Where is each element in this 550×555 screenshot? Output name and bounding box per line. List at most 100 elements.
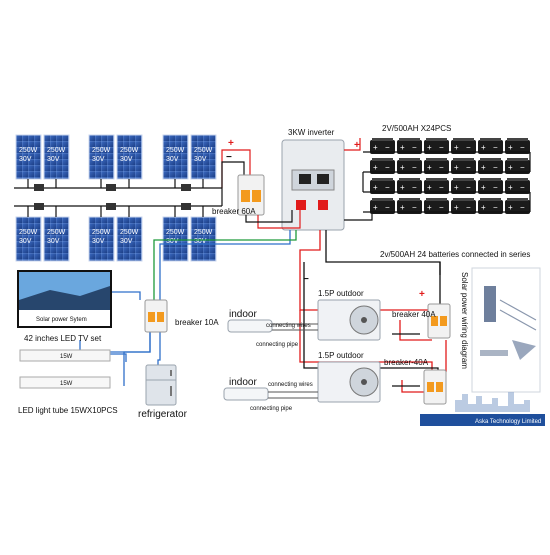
solar-panel: 250W 30V <box>190 134 217 180</box>
battery-plus-sign: + <box>400 163 405 172</box>
battery-cell: +− <box>370 198 395 214</box>
battery-spec-label: 2V/500AH X24PCS <box>382 124 451 133</box>
battery-minus-sign: − <box>520 163 525 172</box>
tube-label: LED light tube 15WX10PCS <box>18 406 118 415</box>
battery-plus-sign: + <box>481 183 486 192</box>
solar-panel: 250W 30V <box>15 134 42 180</box>
solar-panel: 250W 30V <box>88 134 115 180</box>
refrigerator-label: refrigerator <box>138 409 188 420</box>
ac-unit-2: indoor 1.5P outdoor connecting wires con… <box>223 351 381 412</box>
battery-plus-sign: + <box>454 203 459 212</box>
battery-minus-sign: − <box>412 183 417 192</box>
battery-cell: +− <box>370 138 395 154</box>
solar-panel: 250W 30V <box>116 134 143 180</box>
battery-minus-sign: − <box>439 183 444 192</box>
solar-panel: 250W 30V <box>162 134 189 180</box>
inv-plus-sign: + <box>354 140 360 151</box>
tv-breaker: breaker 10A <box>144 299 219 333</box>
battery-minus-sign: − <box>493 183 498 192</box>
battery-cell: +− <box>505 178 530 194</box>
battery-minus-sign: − <box>439 143 444 152</box>
battery-minus-sign: − <box>466 143 471 152</box>
battery-cell: +− <box>451 138 476 154</box>
side-panel: Solar power wiring diagram <box>460 267 541 393</box>
solar-panel: 250W 30V <box>190 216 217 262</box>
battery-minus-sign: − <box>439 163 444 172</box>
battery-cell: +− <box>505 138 530 154</box>
battery-plus-sign: + <box>400 203 405 212</box>
battery-cell: +− <box>478 138 503 154</box>
battery-minus-sign: − <box>520 203 525 212</box>
battery-bank: 2V/500AH X24PCS +−+−+−+−+−+−+−+−+−+−+−+−… <box>362 124 531 259</box>
battery-plus-sign: + <box>454 183 459 192</box>
inverter-wiring <box>245 138 373 229</box>
battery-minus-sign: − <box>385 143 390 152</box>
battery-minus-sign: − <box>466 183 471 192</box>
solar-panel: 250W 30V <box>162 216 189 262</box>
outdoor-1-label: 1.5P outdoor <box>318 289 364 298</box>
battery-plus-sign: + <box>508 183 513 192</box>
battery-cell: +− <box>397 198 422 214</box>
battery-minus-sign: − <box>439 203 444 212</box>
battery-plus-sign: + <box>481 163 486 172</box>
battery-plus-sign: + <box>373 143 378 152</box>
svg-text:250W: 250W <box>47 229 66 236</box>
svg-text:30V: 30V <box>19 238 32 245</box>
svg-text:250W: 250W <box>120 147 139 154</box>
battery-minus-sign: − <box>385 163 390 172</box>
battery-cell: +− <box>424 158 449 174</box>
battery-plus-sign: + <box>427 163 432 172</box>
svg-text:30V: 30V <box>194 238 207 245</box>
outdoor-2-label: 1.5P outdoor <box>318 351 364 360</box>
footer: Aska Technology Limited <box>420 392 545 426</box>
battery-cell: +− <box>505 198 530 214</box>
svg-text:30V: 30V <box>19 156 32 163</box>
battery-plus-sign: + <box>427 203 432 212</box>
tv-label: 42 inches LED TV set <box>24 334 102 343</box>
battery-cell: +− <box>451 158 476 174</box>
svg-text:250W: 250W <box>166 147 185 154</box>
solar-array: 250W 30V 250W 30V 250W 30V 250W 30V 250W… <box>15 134 217 262</box>
svg-text:30V: 30V <box>47 238 60 245</box>
battery-minus-sign: − <box>520 183 525 192</box>
ac-breaker-1: breaker 40A <box>392 303 451 339</box>
battery-series-label: 2v/500AH 24 batteries connected in serie… <box>380 250 530 259</box>
ac-minus-sign: − <box>303 274 309 285</box>
battery-plus-sign: + <box>427 143 432 152</box>
battery-plus-sign: + <box>427 183 432 192</box>
svg-text:30V: 30V <box>120 156 133 163</box>
ac-plus-sign: + <box>419 289 425 300</box>
battery-plus-sign: + <box>400 143 405 152</box>
pipe-2-label: connecting pipe <box>250 406 293 412</box>
battery-cell: +− <box>478 178 503 194</box>
battery-cell: +− <box>397 158 422 174</box>
svg-text:30V: 30V <box>47 156 60 163</box>
battery-plus-sign: + <box>373 203 378 212</box>
svg-text:30V: 30V <box>92 238 105 245</box>
ac-breaker-2: breaker-40A <box>384 358 447 405</box>
svg-text:250W: 250W <box>19 229 38 236</box>
svg-text:250W: 250W <box>92 229 111 236</box>
battery-cell: +− <box>478 198 503 214</box>
battery-cell: +− <box>370 158 395 174</box>
battery-minus-sign: − <box>385 183 390 192</box>
svg-text:30V: 30V <box>166 238 179 245</box>
tube-1-label: 15W <box>60 354 73 360</box>
battery-plus-sign: + <box>481 203 486 212</box>
pv-plus-sign: + <box>228 138 234 149</box>
svg-text:250W: 250W <box>92 147 111 154</box>
footer-brand: Aska Technology Limited <box>475 419 541 425</box>
battery-plus-sign: + <box>508 203 513 212</box>
svg-text:250W: 250W <box>19 147 38 154</box>
battery-plus-sign: + <box>400 183 405 192</box>
tv-breaker-label: breaker 10A <box>175 318 219 327</box>
solar-panel: 250W 30V <box>15 216 42 262</box>
pipe-1-label: connecting pipe <box>256 342 299 348</box>
battery-cell: +− <box>424 138 449 154</box>
indoor-1-label: indoor <box>229 309 257 320</box>
battery-minus-sign: − <box>466 203 471 212</box>
inverter: 3KW inverter <box>281 128 345 231</box>
indoor-2-label: indoor <box>229 377 257 388</box>
